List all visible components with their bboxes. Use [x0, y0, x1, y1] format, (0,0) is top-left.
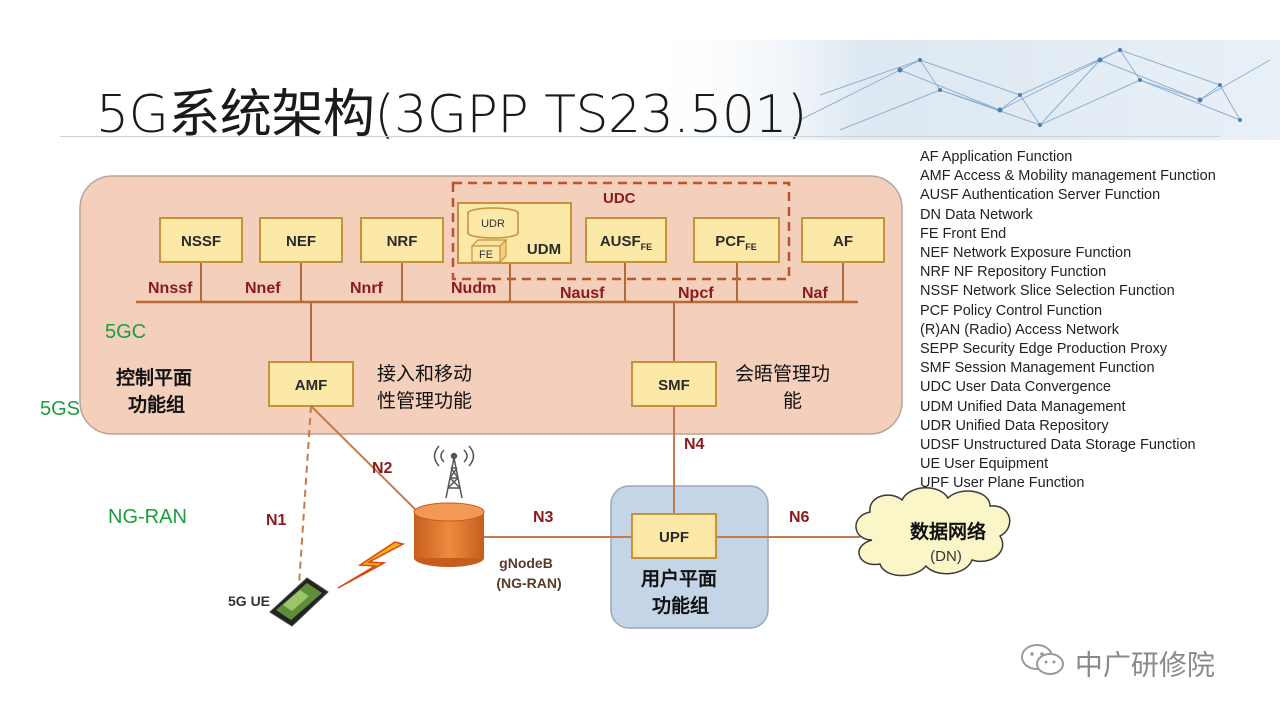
nssf-box	[159, 217, 243, 263]
label-ng-ran: NG-RAN	[108, 506, 187, 528]
legend-item: AMF Access & Mobility management Functio…	[920, 168, 1216, 185]
data-network-cloud-icon	[855, 487, 1011, 577]
watermark-text: 中广研修院	[1074, 648, 1215, 682]
iface-nudm: Nudm	[451, 280, 496, 297]
udc-group	[451, 181, 791, 281]
smartphone-icon	[269, 577, 329, 627]
gnodeb-icon	[413, 445, 485, 567]
iface-nnrf: Nnrf	[350, 280, 384, 297]
nef-label: NEF	[286, 233, 316, 250]
legend-item: (R)AN (Radio) Access Network	[920, 321, 1120, 338]
ausf-box	[585, 217, 667, 263]
legend-item: UPF User Plane Function	[920, 475, 1085, 492]
legend-item: PCF Policy Control Function	[920, 302, 1103, 319]
iface-nnef: Nnef	[245, 280, 281, 297]
amf-desc-line1: 接入和移动	[377, 363, 472, 385]
nrf-box	[360, 217, 444, 263]
antenna-tower-icon	[433, 445, 475, 499]
legend-item: UDC User Data Convergence	[920, 379, 1111, 396]
dn-label-line1: 数据网络	[910, 520, 986, 543]
af-box	[801, 217, 885, 263]
control-plane-label-line2: 功能组	[128, 393, 185, 416]
amf-desc-line2: 性管理功能	[377, 390, 472, 412]
amf-label: AMF	[295, 377, 328, 394]
gnodeb-label-line2: (NG-RAN)	[496, 575, 561, 591]
legend-item: UDSF Unstructured Data Storage Function	[920, 437, 1196, 454]
ausf-label-base: AUSF	[600, 233, 641, 250]
udc-label: UDC	[603, 190, 636, 207]
upf-label: UPF	[659, 529, 689, 546]
user-plane-label-line2: 功能组	[652, 594, 709, 617]
iface-naf: Naf	[802, 285, 828, 302]
legend-item: FE Front End	[920, 225, 1007, 242]
legend-item: SEPP Security Edge Production Proxy	[920, 341, 1168, 358]
nef-box	[259, 217, 343, 263]
upf-box	[631, 513, 717, 559]
pcf-label: PCFFE	[715, 233, 757, 252]
n2-link	[310, 405, 425, 519]
legend-item: DN Data Network	[920, 206, 1033, 223]
smf-desc-line1: 会晤管理功	[735, 363, 830, 385]
smf-box	[631, 361, 717, 407]
legend-item: AF Application Function	[920, 149, 1073, 165]
slide-title: 5G系统架构(3GPP TS23.501)	[96, 85, 807, 145]
iface-npcf: Npcf	[678, 285, 714, 302]
pcf-box	[693, 217, 780, 263]
title-divider	[60, 136, 1220, 137]
ausf-label: AUSFFE	[600, 233, 652, 252]
fe-cube-icon: FE	[470, 238, 508, 264]
ue-label: 5G UE	[228, 593, 270, 609]
legend-item: UDR Unified Data Repository	[920, 417, 1109, 434]
legend-item: NEF Network Exposure Function	[920, 245, 1132, 262]
legend-item: UE User Equipment	[920, 456, 1049, 473]
smf-desc-line2: 能	[783, 390, 802, 412]
udr-cylinder-icon: UDR	[467, 207, 519, 239]
control-plane-label-line1: 控制平面	[116, 366, 192, 389]
iface-nnssf: Nnssf	[148, 280, 193, 297]
legend-item: AUSF Authentication Server Function	[920, 187, 1161, 204]
ref-n6: N6	[789, 509, 810, 526]
iface-nausf: Nausf	[560, 285, 605, 302]
n1-link	[298, 405, 312, 586]
nrf-label: NRF	[387, 233, 418, 250]
udr-label: UDR	[481, 218, 505, 230]
wechat-icon	[1020, 642, 1066, 685]
nssf-label: NSSF	[181, 233, 221, 250]
label-5gc: 5GC	[105, 321, 146, 343]
user-plane-label-line1: 用户平面	[641, 567, 717, 590]
pcf-label-base: PCF	[715, 233, 745, 250]
ausf-label-subscript: FE	[641, 242, 653, 252]
legend-item: NSSF Network Slice Selection Function	[920, 283, 1175, 300]
network-banner-graphic	[640, 40, 1280, 140]
smf-label: SMF	[658, 377, 690, 394]
ref-n3: N3	[533, 509, 554, 526]
ref-n2: N2	[372, 460, 393, 477]
gnodeb-label-line1: gNodeB	[499, 555, 553, 571]
ref-n4: N4	[684, 436, 705, 453]
amf-box	[268, 361, 354, 407]
fe-label: FE	[479, 249, 493, 261]
legend-item: SMF Session Management Function	[920, 360, 1155, 377]
udm-label: UDM	[527, 241, 561, 258]
ref-n1: N1	[266, 512, 287, 529]
legend-item: NRF NF Repository Function	[920, 264, 1107, 281]
dn-label-line2: (DN)	[930, 548, 962, 565]
pcf-label-subscript: FE	[745, 242, 757, 252]
legend-item: UDM Unified Data Management	[920, 398, 1126, 415]
radio-link-lightning-icon	[337, 541, 406, 589]
watermark: 中广研修院	[1020, 642, 1215, 685]
af-label: AF	[833, 233, 853, 250]
label-5gs: 5GS	[40, 398, 80, 420]
